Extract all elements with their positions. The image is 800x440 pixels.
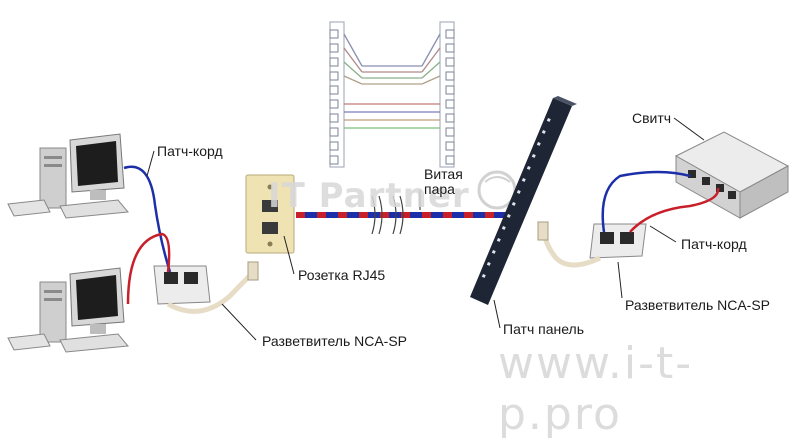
- label-patch-panel: Патч панель: [503, 321, 585, 337]
- wiring-detail-illustration: [329, 21, 455, 168]
- diagram-canvas: [7, 21, 790, 353]
- switch-device: [674, 131, 790, 219]
- label-twisted-pair-line1: Витая: [424, 166, 463, 182]
- network-diagram: IT Partner www.i-t-p.pro Патч-корд Розет…: [7, 21, 790, 440]
- computer-bottom-left: [7, 267, 129, 353]
- label-patch-cord-right: Патч-корд: [681, 236, 747, 252]
- twisted-pair-cable: [296, 195, 520, 235]
- leader-lines: [146, 117, 705, 341]
- watermark-logo: IT Partner: [268, 176, 470, 216]
- label-twisted-pair-line2: пара: [424, 181, 455, 197]
- label-switch: Свитч: [632, 110, 672, 126]
- label-outlet: Розетка RJ45: [298, 267, 386, 283]
- cables-left: [123, 165, 259, 314]
- patch-panel: [470, 96, 577, 305]
- splitter-right: [589, 223, 647, 259]
- rj45-outlet: [245, 174, 295, 254]
- label-splitter-right: Разветвитель NCA-SP: [625, 297, 771, 313]
- watermark-url: www.i-t-p.pro: [498, 338, 694, 440]
- computer-top-left: [7, 133, 129, 219]
- label-patch-cord-left: Патч-корд: [157, 143, 223, 159]
- label-splitter-left: Разветвитель NCA-SP: [262, 333, 408, 349]
- splitter-left: [153, 265, 211, 305]
- cables-right: [537, 170, 720, 268]
